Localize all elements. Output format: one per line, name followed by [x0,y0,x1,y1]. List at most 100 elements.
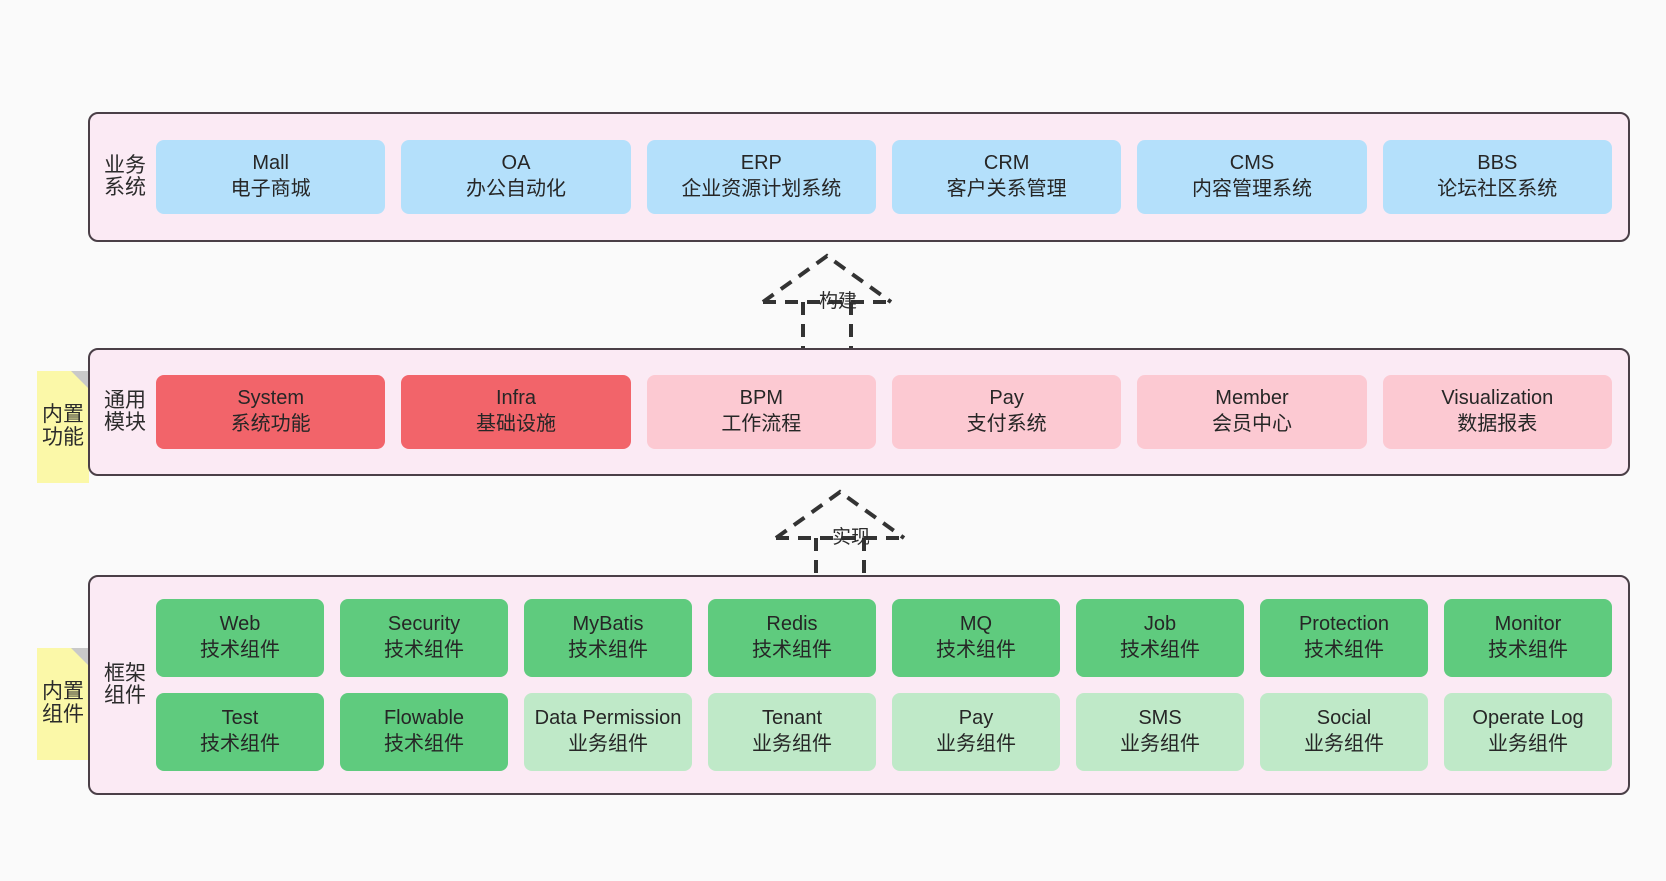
card-title-cn: 论坛社区系统 [1437,178,1558,200]
card-title-cn: 技术组件 [200,733,280,755]
card-mybatis[interactable]: MyBatis 技术组件 [524,599,692,677]
card-data-permission[interactable]: Data Permission 业务组件 [524,693,692,771]
card-title-en: Redis [766,613,818,636]
card-title-en: Pay [958,707,994,730]
card-title-en: Flowable [383,707,465,730]
card-system[interactable]: System 系统功能 [156,375,386,449]
card-title-en: BBS [1477,152,1518,175]
layer-common-module: 通用模块 System 系统功能 Infra 基础设施 BPM 工作流程 Pay… [88,348,1630,476]
note-text: 内置组件 [42,680,84,726]
arrow-label-build: 构建 [819,291,858,312]
card-crm[interactable]: CRM 客户关系管理 [891,140,1122,214]
card-mq[interactable]: MQ 技术组件 [892,599,1060,677]
card-infra[interactable]: Infra 基础设施 [401,375,631,449]
card-security[interactable]: Security 技术组件 [340,599,508,677]
card-redis[interactable]: Redis 技术组件 [708,599,876,677]
card-monitor[interactable]: Monitor 技术组件 [1444,599,1612,677]
arrow-build: 构建 [755,252,935,350]
card-pay-business[interactable]: Pay 业务组件 [892,693,1060,771]
card-member[interactable]: Member 会员中心 [1137,375,1367,449]
arrow-label-realize: 实现 [832,527,871,548]
card-title-en: Infra [495,387,536,410]
card-title-cn: 业务组件 [1488,733,1568,755]
card-visualization[interactable]: Visualization 数据报表 [1382,375,1612,449]
arrow-head-triangle [774,489,906,540]
card-title-cn: 企业资源计划系统 [681,178,842,200]
card-title-cn: 电子商城 [230,178,311,200]
card-row-tech: Web 技术组件 Security 技术组件 MyBatis 技术组件 Redi… [156,599,1612,677]
card-title-en: Pay [989,387,1024,410]
card-row: Mall 电子商城 OA 办公自动化 ERP 企业资源计划系统 CRM 客户关系… [156,140,1612,214]
card-title-en: Social [1316,707,1372,730]
layer-title-common-module: 通用模块 [104,388,146,434]
card-title-cn: 技术组件 [1120,639,1200,661]
card-title-cn: 内容管理系统 [1191,178,1312,200]
card-social[interactable]: Social 业务组件 [1260,693,1428,771]
arrow-realize: 实现 [768,488,948,586]
card-protection[interactable]: Protection 技术组件 [1260,599,1428,677]
note-builtin-component: 内置组件 [37,648,89,760]
card-test[interactable]: Test 技术组件 [156,693,324,771]
card-mall[interactable]: Mall 电子商城 [156,140,386,214]
card-title-en: SMS [1138,707,1182,730]
card-title-cn: 工作流程 [721,413,802,435]
card-title-en: Security [387,613,461,636]
card-erp[interactable]: ERP 企业资源计划系统 [646,140,876,214]
card-title-en: BPM [739,387,783,410]
card-title-en: Job [1143,613,1177,636]
card-title-en: Member [1215,387,1289,410]
card-title-en: CMS [1229,152,1275,175]
card-title-en: Web [219,613,261,636]
card-title-cn: 业务组件 [1120,733,1200,755]
card-title-cn: 支付系统 [966,413,1047,435]
card-title-cn: 技术组件 [384,733,464,755]
card-title-en: ERP [740,152,782,175]
card-title-cn: 会员中心 [1211,413,1292,435]
card-row-business: Test 技术组件 Flowable 技术组件 Data Permission … [156,693,1612,771]
card-title-en: Protection [1298,613,1390,636]
layer-business-system: 业务系统 Mall 电子商城 OA 办公自动化 ERP 企业资源计划系统 CRM… [88,112,1630,242]
card-title-cn: 业务组件 [936,733,1016,755]
card-title-cn: 业务组件 [568,733,648,755]
card-job[interactable]: Job 技术组件 [1076,599,1244,677]
card-tenant[interactable]: Tenant 业务组件 [708,693,876,771]
card-title-cn: 技术组件 [384,639,464,661]
card-title-cn: 基础设施 [475,413,556,435]
card-oa[interactable]: OA 办公自动化 [401,140,631,214]
layer-framework-component: 框架组件 Web 技术组件 Security 技术组件 MyBatis 技术组件… [88,575,1630,795]
card-sms[interactable]: SMS 业务组件 [1076,693,1244,771]
card-row: System 系统功能 Infra 基础设施 BPM 工作流程 Pay 支付系统… [156,375,1612,449]
card-bpm[interactable]: BPM 工作流程 [646,375,876,449]
card-title-en: Data Permission [534,707,682,730]
card-title-en: MQ [959,613,993,636]
card-bbs[interactable]: BBS 论坛社区系统 [1382,140,1612,214]
card-web[interactable]: Web 技术组件 [156,599,324,677]
note-fold-icon [71,371,89,389]
card-title-en: Monitor [1494,613,1562,636]
card-pay[interactable]: Pay 支付系统 [891,375,1122,449]
card-title-en: OA [501,152,531,175]
card-title-en: Visualization [1441,387,1554,410]
card-title-en: Operate Log [1472,707,1584,730]
layer-title-framework-component: 框架组件 [104,661,146,707]
card-title-en: CRM [983,152,1030,175]
note-fold-icon [71,648,89,666]
note-text: 内置功能 [42,403,84,449]
card-title-cn: 技术组件 [568,639,648,661]
card-operate-log[interactable]: Operate Log 业务组件 [1444,693,1612,771]
card-title-cn: 技术组件 [1488,639,1568,661]
card-title-cn: 业务组件 [752,733,832,755]
card-title-en: System [237,387,304,410]
card-title-cn: 技术组件 [752,639,832,661]
card-title-en: Tenant [761,707,823,730]
layer-body-common-module: System 系统功能 Infra 基础设施 BPM 工作流程 Pay 支付系统… [148,375,1614,449]
card-title-cn: 技术组件 [200,639,280,661]
arrow-head-triangle [761,253,893,304]
note-builtin-feature: 内置功能 [37,371,89,483]
card-title-en: Mall [252,152,289,175]
layer-body-business-system: Mall 电子商城 OA 办公自动化 ERP 企业资源计划系统 CRM 客户关系… [148,140,1614,214]
card-title-cn: 办公自动化 [465,178,566,200]
card-flowable[interactable]: Flowable 技术组件 [340,693,508,771]
card-cms[interactable]: CMS 内容管理系统 [1137,140,1367,214]
